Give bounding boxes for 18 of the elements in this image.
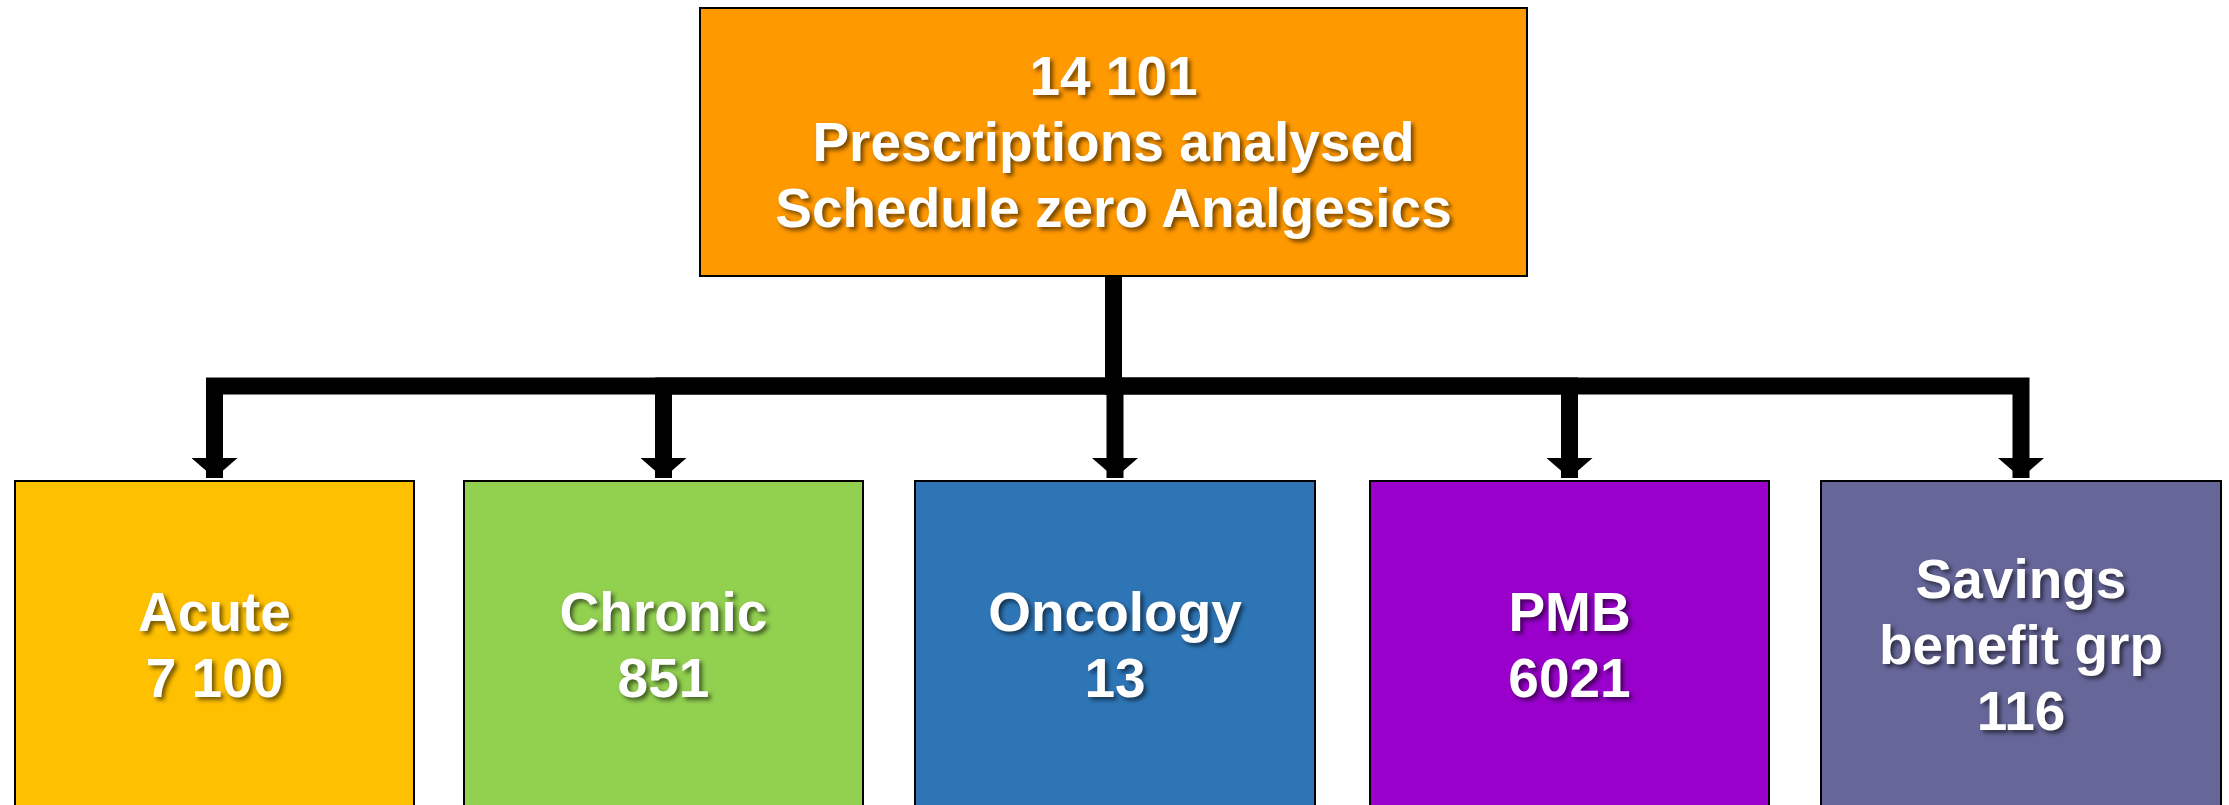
category-box	[1369, 480, 1770, 805]
category-box	[699, 7, 1528, 277]
box-heading: Acute	[138, 580, 291, 645]
box-heading: PMB	[1508, 580, 1631, 645]
category-box	[914, 480, 1316, 805]
box-text: 851	[617, 646, 710, 711]
box-text: 7 100	[145, 646, 284, 711]
box-text: 13	[1084, 646, 1146, 711]
box-text: 6021	[1508, 646, 1631, 711]
category-box	[463, 480, 864, 805]
box-text: Prescriptions analysed Schedule zero Analgesics	[774, 110, 1453, 241]
box-heading: Oncology	[988, 580, 1242, 645]
box-heading: Savings benefit grp	[1877, 547, 2165, 678]
category-box	[1820, 480, 2222, 805]
box-heading: 14 101	[1029, 44, 1198, 109]
box-text: 116	[1976, 679, 2066, 744]
box-heading: Chronic	[559, 580, 768, 645]
category-box	[14, 480, 415, 805]
